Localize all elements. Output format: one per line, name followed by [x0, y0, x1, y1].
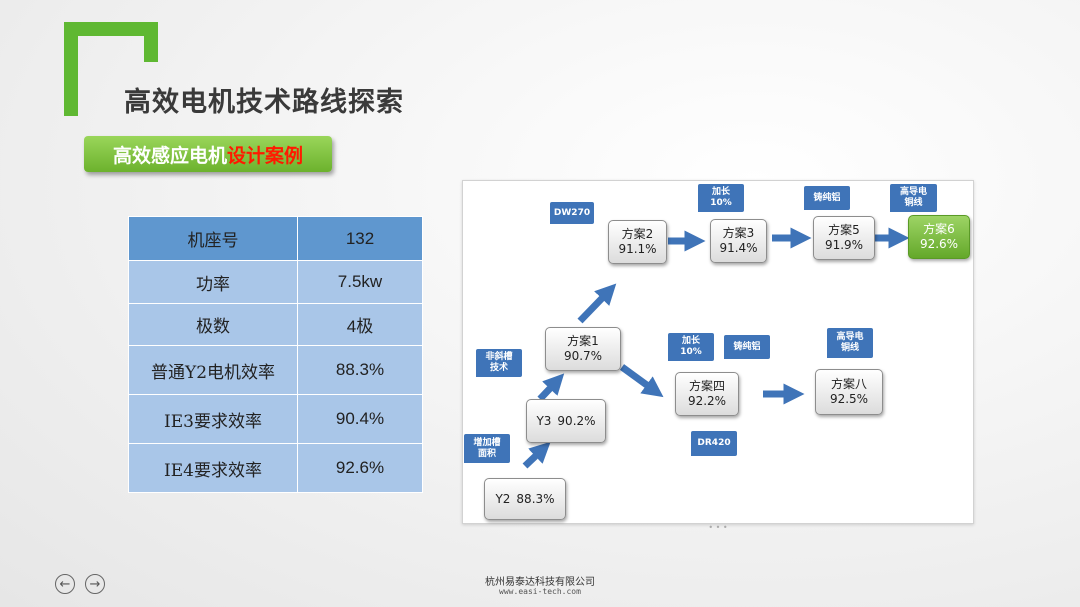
table-row: 极数 4极 [128, 303, 423, 346]
page-title: 高效电机技术路线探索 [124, 87, 404, 118]
arrow-y3-fa1 [537, 373, 565, 402]
subtitle-banner: 高效感应电机设计案例 [84, 136, 332, 172]
subtitle-normal: 高效感应电机 [112, 144, 227, 167]
table-cell: 4极 [297, 303, 423, 346]
table-header-row: 机座号 132 [128, 216, 423, 261]
table-cell: IE4要求效率 [128, 443, 298, 493]
tag-increase-slot-area: 增加槽面积 [464, 434, 510, 463]
tag-high-conductivity-copper-mid: 高导电铜线 [827, 328, 873, 358]
table-row: IE3要求效率 90.4% [128, 394, 423, 444]
next-page-button[interactable]: → [85, 574, 105, 594]
table-cell: 88.3% [297, 345, 423, 395]
table-row: 普通Y2电机效率 88.3% [128, 345, 423, 395]
table-cell: 普通Y2电机效率 [128, 345, 298, 395]
tag-dw270: DW270 [550, 202, 594, 224]
table-row: IE4要求效率 92.6% [128, 443, 423, 493]
spec-table: 机座号 132 功率 7.5kw 极数 4极 普通Y2电机效率 88.3% IE… [128, 216, 423, 493]
arrow-graphics [522, 227, 910, 469]
arrow-y2-y3 [522, 441, 551, 469]
table-cell: 90.4% [297, 394, 423, 444]
tag-cast-aluminum-top: 铸纯铝 [804, 186, 850, 210]
table-header-cell: 132 [297, 216, 423, 261]
tag-high-conductivity-copper-top: 高导电铜线 [890, 184, 937, 212]
arrow-fa1-fa2 [577, 283, 617, 324]
corner-bracket-logo [64, 22, 160, 118]
subtitle-highlight: 设计案例 [227, 144, 304, 167]
tag-dr420: DR420 [691, 431, 737, 456]
resize-handle-dots: • • • [708, 523, 728, 532]
table-cell: 功率 [128, 260, 298, 304]
table-row: 功率 7.5kw [128, 260, 423, 304]
prev-page-button[interactable]: ← [55, 574, 75, 594]
table-header-cell: 机座号 [128, 216, 298, 261]
table-cell: IE3要求效率 [128, 394, 298, 444]
tag-cast-aluminum-mid: 铸纯铝 [724, 335, 770, 359]
table-cell: 7.5kw [297, 260, 423, 304]
table-cell: 极数 [128, 303, 298, 346]
table-cell: 92.6% [297, 443, 423, 493]
footer-company: 杭州易泰达科技有限公司 [485, 577, 595, 588]
tag-non-skew-slot: 非斜槽技术 [476, 349, 522, 377]
footer-url: www.easi-tech.com [499, 587, 581, 596]
arrow-fa1-fa4 [619, 364, 664, 398]
